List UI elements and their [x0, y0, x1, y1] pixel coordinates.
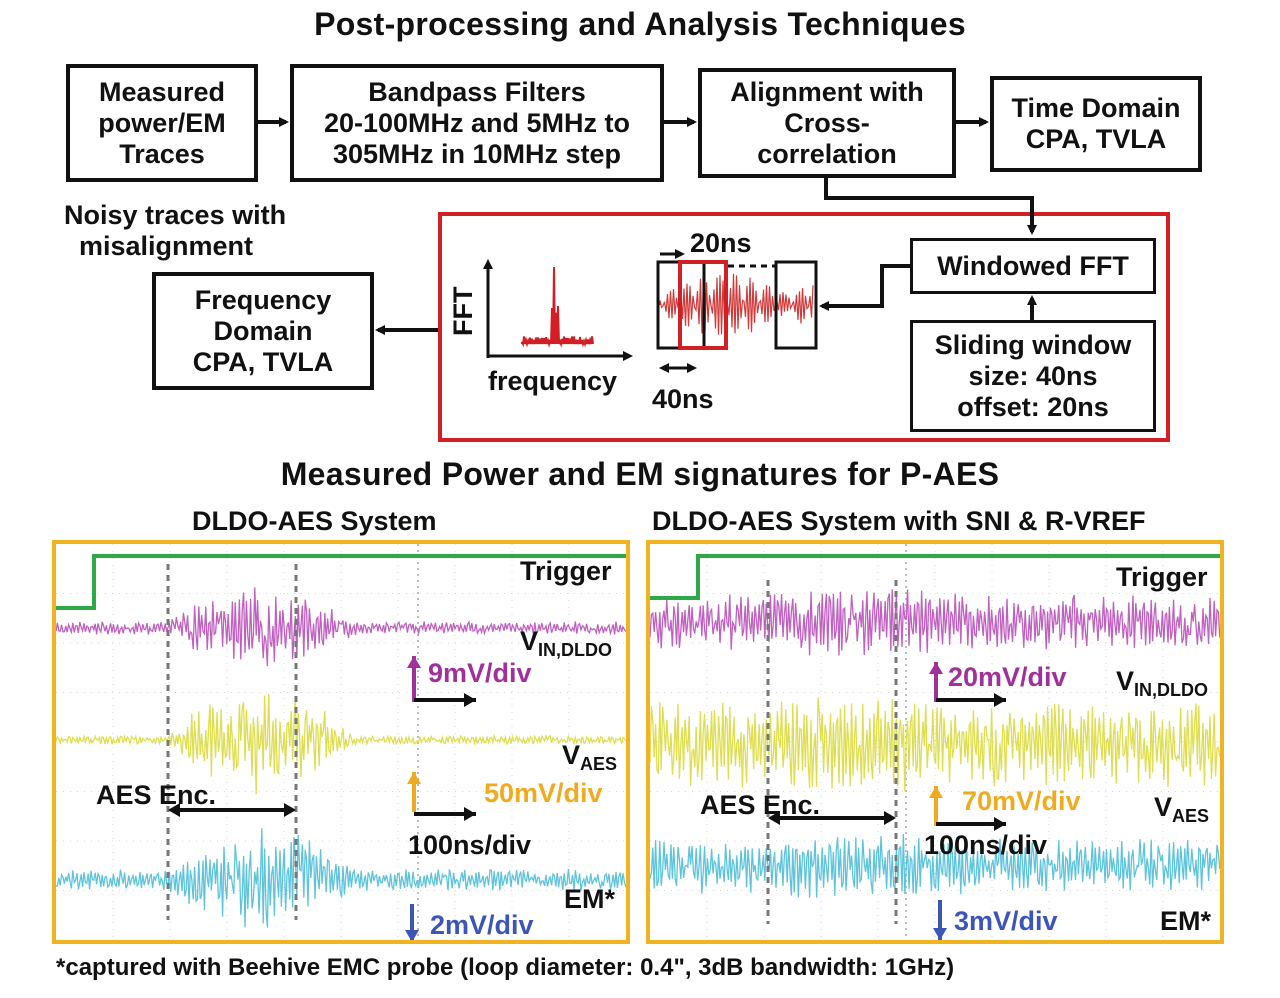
em-scale-arrow-head — [933, 928, 947, 940]
vaes-scale-arrow-head — [407, 772, 421, 784]
frequency-axis-label: frequency — [488, 366, 618, 396]
section2-title: Measured Power and EM signatures for P-A… — [280, 456, 1000, 492]
left-scope: Trigger VIN,DLDO 9mV/div VAES 50mV/div 1… — [52, 540, 630, 944]
em-scale-label: 2mV/div — [430, 910, 534, 940]
right-scope: Trigger VIN,DLDO 20mV/div VAES 70mV/div … — [646, 540, 1224, 944]
left-scope-title: DLDO-AES System — [192, 506, 437, 536]
trigger-label: Trigger — [1116, 562, 1208, 592]
vaes-trace — [56, 693, 626, 795]
frequency-domain-box: Frequency Domain CPA, TVLA — [152, 272, 374, 390]
arrow-alignment-to-fft — [824, 178, 1037, 235]
vin-scale-arrow-head — [929, 662, 943, 674]
em-label: EM* — [564, 884, 616, 914]
time-scale-label: 100ns/div — [924, 830, 1048, 860]
footnote: *captured with Beehive EMC probe (loop d… — [56, 954, 955, 981]
windowed-fft-frame — [438, 212, 1170, 442]
time-scale-arrow-head — [994, 817, 1006, 831]
bandpass-filters-box: Bandpass Filters 20-100MHz and 5MHz to 3… — [290, 64, 664, 182]
em-label: EM* — [1160, 906, 1212, 936]
vin-trace — [650, 589, 1220, 656]
trace-signal — [659, 273, 814, 335]
vaes-scale-label: 70mV/div — [962, 786, 1081, 816]
em-trace — [56, 828, 626, 928]
time-scale-arrow-head — [464, 807, 476, 821]
vaes-label: VAES — [562, 740, 618, 774]
em-trace — [650, 833, 1220, 898]
right-scope-traces — [650, 544, 1220, 940]
alignment-box: Alignment with Cross- correlation — [698, 68, 956, 178]
aes-enc-arrow-head-right — [284, 803, 296, 817]
left-scope-traces — [56, 544, 626, 940]
vin-label: VIN,DLDO — [1116, 666, 1209, 700]
vaes-trace — [650, 697, 1220, 792]
time-scale-label: 100ns/div — [408, 830, 532, 860]
vin-scale-arrow-head — [407, 656, 421, 668]
vin-scale-label: 9mV/div — [428, 658, 532, 688]
fft-axis-label: FFT — [448, 286, 478, 336]
trigger-trace — [650, 554, 1220, 600]
sliding-window-box: Sliding window size: 40ns offset: 20ns — [910, 320, 1156, 432]
flow-arrows — [258, 117, 1037, 373]
time-domain-box: Time Domain CPA, TVLA — [990, 76, 1202, 172]
aes-enc-arrow-head-left — [168, 803, 180, 817]
vaes-scale-arrow-head — [929, 786, 943, 798]
window-2 — [678, 260, 728, 350]
em-scale-label: 3mV/div — [954, 906, 1058, 936]
trigger-trace — [56, 554, 626, 610]
fft-spectrum — [521, 266, 594, 348]
right-scope-title: DLDO-AES System with SNI & R-VREF — [652, 506, 1146, 536]
vin-trace — [56, 587, 626, 667]
em-scale-arrow-head — [405, 930, 419, 940]
trigger-label: Trigger — [520, 556, 612, 586]
windowed-fft-box: Windowed FFT — [910, 238, 1156, 294]
vaes-scale-label: 50mV/div — [484, 778, 603, 808]
vin-time-arrow-head — [994, 693, 1006, 707]
aes-enc-arrow-head-right — [884, 811, 896, 825]
offset-label: 20ns — [690, 228, 752, 258]
aes-enc-arrow-head-left — [768, 811, 780, 825]
aes-enc-label: AES Enc. — [96, 780, 217, 810]
vin-label: VIN,DLDO — [520, 626, 613, 660]
vin-scale-label: 20mV/div — [948, 662, 1067, 692]
arrow-fft-to-trace — [819, 264, 910, 311]
noisy-traces-note: Noisy traces with misalignment — [64, 200, 287, 261]
measured-traces-box: Measured power/EM Traces — [66, 64, 258, 182]
size-label: 40ns — [652, 384, 714, 414]
page-title: Post-processing and Analysis Techniques — [314, 6, 966, 42]
vaes-label: VAES — [1154, 792, 1210, 826]
vin-time-arrow-head — [464, 693, 476, 707]
aes-enc-label: AES Enc. — [700, 790, 821, 820]
window-last — [774, 260, 818, 350]
